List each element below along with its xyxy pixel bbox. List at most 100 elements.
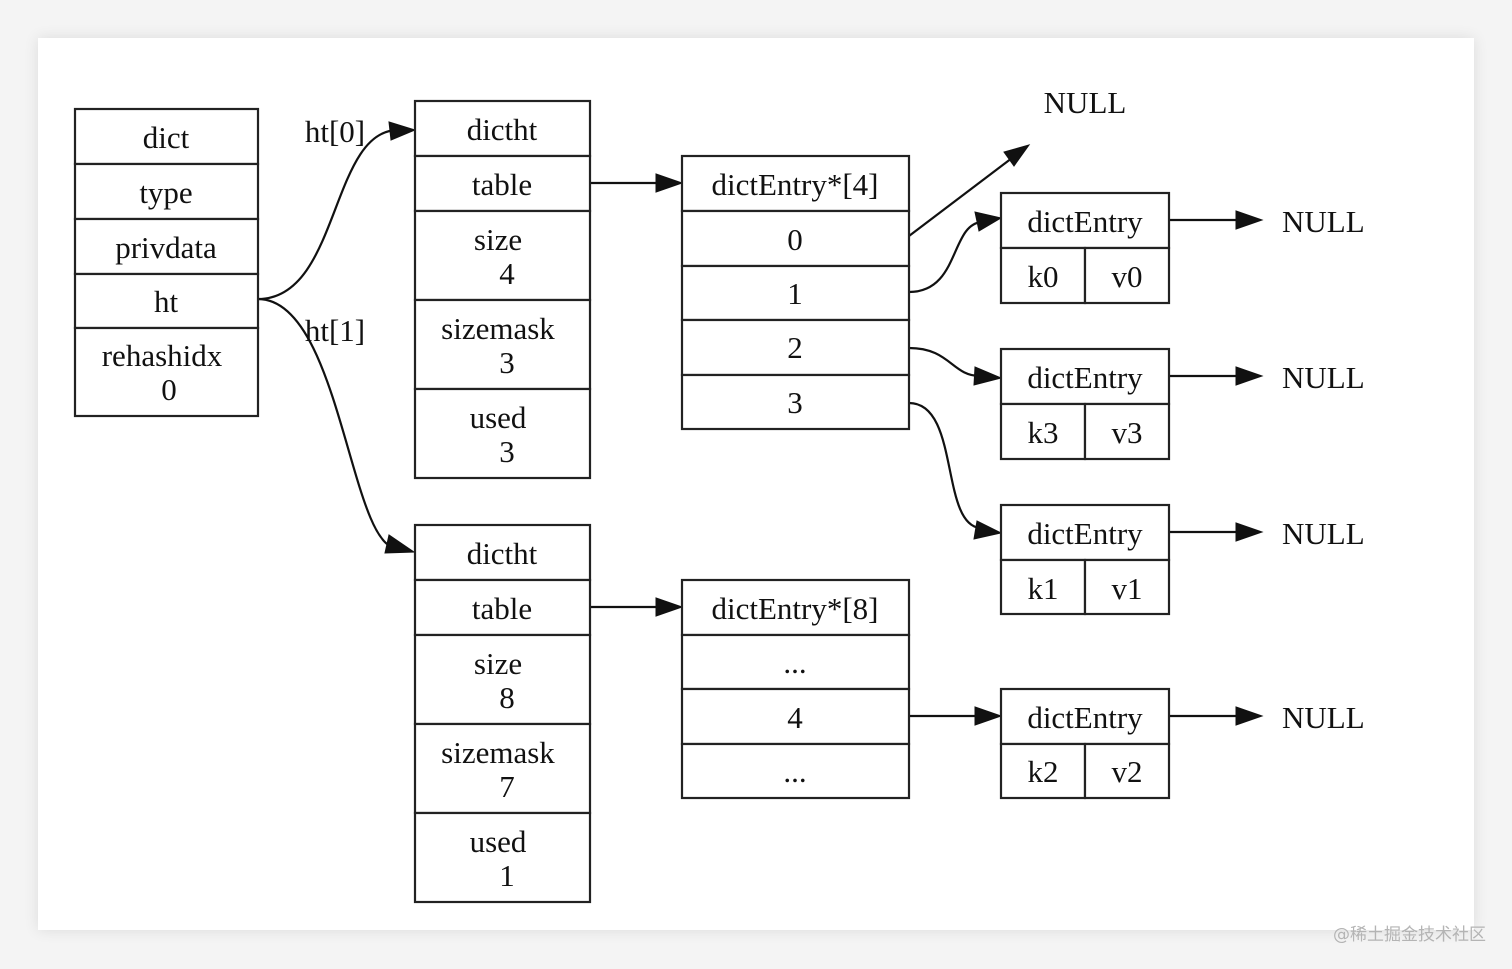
watermark: @稀土掘金技术社区 (1333, 925, 1486, 945)
dictht0-size-name: size (474, 222, 522, 257)
arrowhead-slot0-null (1003, 144, 1031, 167)
entry-k1-next-null: NULL (1282, 516, 1365, 551)
dict-struct: dict type privdata ht rehashidx 0 (73, 107, 260, 418)
entry-k2-key: k2 (1028, 754, 1059, 789)
dict-entry-k2: dictEntry k2 v2 NULL (999, 687, 1365, 800)
bucket-array-4: dictEntry*[4] 0 1 2 3 (680, 154, 911, 431)
edge-slot0-null (908, 157, 1013, 237)
arrowhead-slot3-k1 (973, 520, 1003, 540)
arrowhead-slot1-k0 (974, 211, 1003, 232)
entry-k0-key: k0 (1028, 259, 1059, 294)
dict-cell-type (73, 162, 260, 221)
dictht1-cell-table (413, 578, 592, 637)
dict-entry-k3: dictEntry k3 v3 NULL (999, 347, 1365, 461)
arrowhead-slot4-k2 (974, 706, 1003, 726)
entry-k1-key: k1 (1028, 571, 1059, 606)
entry-k0-title: dictEntry (1027, 204, 1143, 239)
entry-k1-cell-value (1083, 558, 1171, 616)
array1-slot-4 (680, 687, 911, 746)
dictht0-used-name: used (470, 400, 527, 435)
edge-label-ht1: ht[1] (305, 313, 365, 348)
edge-ht1 (257, 297, 397, 550)
dictht1-sizemask-name: sizemask (441, 735, 555, 770)
array1-slot-b (680, 742, 911, 800)
entry-k3-next-null: NULL (1282, 360, 1365, 395)
dictht0-cell-title (413, 99, 592, 158)
dictht0-sizemask-name: sizemask (441, 311, 555, 346)
edges (257, 121, 1264, 726)
bucket-array-8: dictEntry*[8] ... 4 ... (680, 578, 911, 800)
entry-k2-cell-key (999, 742, 1087, 800)
array0-slot-2 (680, 318, 911, 377)
dict-field-rehashidx-name: rehashidx (102, 338, 223, 373)
dict-field-type: type (139, 175, 192, 210)
dictht1-used-name: used (470, 824, 527, 859)
array0-slot-label-3: 3 (787, 385, 803, 420)
arrowhead-ht1 (384, 534, 416, 554)
arrowhead-slot2-k3 (973, 366, 1003, 386)
array1-slot-label-b: ... (783, 754, 806, 789)
dictht0-sizemask-value: 3 (499, 345, 515, 380)
entry-k3-title: dictEntry (1027, 360, 1143, 395)
arrowhead-table1 (655, 597, 684, 617)
dict-field-rehashidx-value: 0 (161, 372, 177, 407)
dictht1-size-name: size (474, 646, 522, 681)
dictht0-cell-table (413, 154, 592, 213)
dictht0-cell-size (413, 209, 592, 302)
dictht0-used-value: 3 (499, 434, 515, 469)
dictht-0: dictht table size 4 sizemask 3 used 3 (413, 99, 592, 480)
dictht0-size-value: 4 (499, 256, 515, 291)
edge-slot3-k1 (908, 401, 981, 530)
entry-k1-cell-key (999, 558, 1087, 616)
array0-slot-label-2: 2 (787, 330, 803, 365)
dict-entry-k0: dictEntry k0 v0 NULL (999, 191, 1365, 305)
dictht1-sizemask-value: 7 (499, 769, 515, 804)
dict-title: dict (143, 120, 190, 155)
array0-title: dictEntry*[4] (711, 167, 878, 202)
dictht1-cell-title (413, 523, 592, 582)
edge-slot1-k0 (908, 220, 983, 294)
edge-label-ht0: ht[0] (305, 114, 365, 149)
edge-slot2-k3 (908, 346, 981, 378)
dictht1-cell-used (413, 811, 592, 904)
dictht0-cell-sizemask (413, 298, 592, 391)
entry-k0-value: v0 (1112, 259, 1143, 294)
entry-k0-cell-key (999, 246, 1087, 305)
dictht1-title: dictht (467, 536, 538, 571)
dictht1-cell-size (413, 633, 592, 726)
arrowhead-table0 (655, 173, 684, 193)
dictht1-used-value: 1 (499, 858, 515, 893)
slot0-null-label: NULL (1044, 85, 1127, 120)
array0-slot-3 (680, 373, 911, 431)
dict-cell-rehashidx (73, 326, 260, 418)
entry-k0-next-null: NULL (1282, 204, 1365, 239)
dictht-1: dictht table size 8 sizemask 7 used 1 (413, 523, 592, 904)
dict-field-privdata: privdata (115, 230, 217, 265)
dict-field-ht: ht (154, 284, 179, 319)
dictht0-title: dictht (467, 112, 538, 147)
arrowhead-ht0 (388, 121, 417, 141)
arrowhead-k0-null (1235, 210, 1264, 230)
dict-entry-k1: dictEntry k1 v1 NULL (999, 503, 1365, 616)
array1-slot-label-4: 4 (787, 700, 803, 735)
dictht1-size-value: 8 (499, 680, 515, 715)
arrowhead-k1-null (1235, 522, 1264, 542)
entry-k3-value: v3 (1112, 415, 1143, 450)
entry-k1-value: v1 (1112, 571, 1143, 606)
array0-slot-0 (680, 209, 911, 268)
edge-ht0 (257, 128, 399, 301)
arrowhead-k2-null (1235, 706, 1264, 726)
entry-k2-cell-title (999, 687, 1171, 746)
array0-slot-label-1: 1 (787, 276, 803, 311)
dictht0-field-table: table (472, 167, 532, 202)
entry-k2-title: dictEntry (1027, 700, 1143, 735)
entry-k1-title: dictEntry (1027, 516, 1143, 551)
dictht1-field-table: table (472, 591, 532, 626)
dictht0-cell-used (413, 387, 592, 480)
array1-slot-label-a: ... (783, 645, 806, 680)
array0-cell-title (680, 154, 911, 213)
dict-cell-title (73, 107, 260, 166)
dictht1-cell-sizemask (413, 722, 592, 815)
